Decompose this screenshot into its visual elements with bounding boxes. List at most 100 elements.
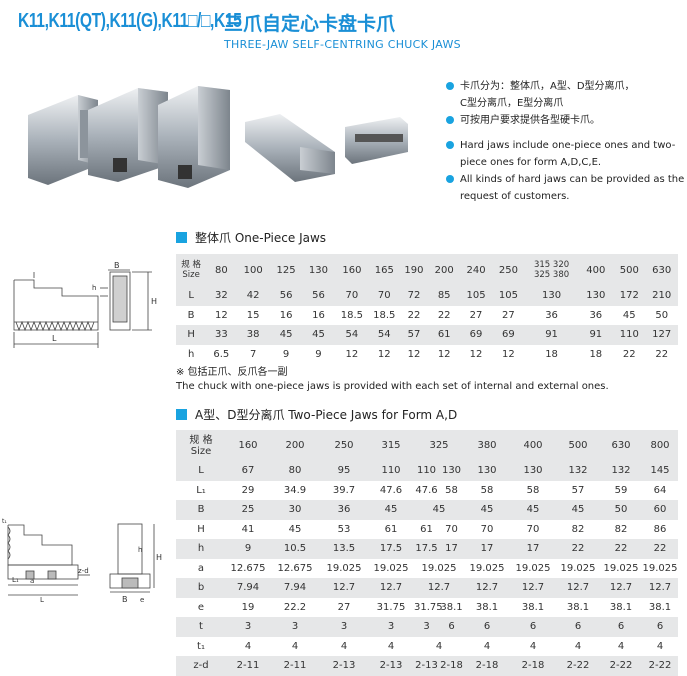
size-cell: 500 [613,254,646,286]
value-cell: 38.1 [642,597,678,617]
value-cell: 27 [459,305,493,325]
value-cell: 70 [334,286,370,306]
value-cell: 36 [320,500,368,520]
value-cell: 36 [578,305,614,325]
value-cell: 19 [226,597,270,617]
jaws-photo-large [28,86,230,188]
jaw-piece [88,88,168,182]
value-cell: 4 [642,636,678,656]
value-cell: 45 [270,519,320,539]
value-cell: 12.7 [368,578,414,598]
value-cell: 12 [369,344,400,364]
one-piece-front-drawing: B H [108,262,157,331]
value-cell: 25 [226,500,270,520]
value-cell: 69 [459,325,493,345]
value-cell: 12 [459,344,493,364]
feature-item: All kinds of hard jaws can be provided a… [446,171,686,205]
value-cell: 9 [226,539,270,559]
value-cell: 110 [613,325,646,345]
value-cell: 3 [368,617,414,637]
size-cell: 125 [269,254,303,286]
value-cell: 6 [510,617,556,637]
value-cell: 110 [368,461,414,481]
value-part: 17 [445,543,458,555]
section-title-two-piece: A型、D型分离爪 Two-Piece Jaws for Form A,D [176,406,457,423]
value-cell: 16 [302,305,335,325]
value-cell: 2-22 [642,656,678,676]
section-marker-icon [176,232,187,243]
size-cell: 200 [270,430,320,461]
size-cell: 400 [510,430,556,461]
value-cell: 19.025 [556,558,600,578]
model-codes: K11,K11(QT),K11(G),K11□/□,K15 [18,10,242,32]
value-cell: 19.025 [414,558,464,578]
one-piece-note: ※ 包括正爪、反爪各一副 The chuck with one-piece ja… [176,367,609,392]
value-cell: 2-13 [320,656,368,676]
value-cell: 19.025 [642,558,678,578]
value-cell: 61 [368,519,414,539]
size-cell: 80 [206,254,237,286]
value-cell: 105 [492,286,525,306]
value-cell: 17 [510,539,556,559]
size-cell: 400 [578,254,614,286]
row-label-cell: H [176,519,226,539]
feature-item: Hard jaws include one-piece ones and two… [446,137,686,171]
jaw-piece [245,114,335,182]
value-cell: 17.5 [368,539,414,559]
value-cell: 4 [556,636,600,656]
dim-label-t1: t₁ [2,518,7,525]
dim-label-e: e [140,596,144,604]
dim-label-zd: z-d [78,567,89,575]
value-cell: 32 [206,286,237,306]
value-cell: 2-18 [464,656,510,676]
bullet-icon [446,82,454,90]
value-cell: 4 [464,636,510,656]
row-label-cell: L₁ [176,480,226,500]
value-cell: 50 [600,500,642,520]
feature-item: 可按用户要求提供各型硬卡爪。 [446,112,686,129]
value-cell: 42 [236,286,270,306]
value-cell: 67 [226,461,270,481]
size-cell: 630 [600,430,642,461]
value-cell: 4 [270,636,320,656]
value-part: 47.6 [415,484,438,496]
size-cell: 190 [399,254,429,286]
value-cell: 27 [320,597,368,617]
size-cell: 315 [368,430,414,461]
value-cell: 38.1 [464,597,510,617]
value-cell: 145 [642,461,678,481]
dim-label-B: B [122,595,128,604]
value-cell: 17 [464,539,510,559]
size-cell: 325 [414,430,464,461]
value-cell: 12 [492,344,525,364]
value-cell: 6 [464,617,510,637]
value-cell: 3 [226,617,270,637]
dim-label-h: h [92,284,96,292]
size-cell: 380 [464,430,510,461]
value-cell: 61 [428,325,460,345]
value-cell: 3 [270,617,320,637]
value-cell: 6 [642,617,678,637]
row-label-cell: a [176,558,226,578]
value-cell: 130 [510,461,556,481]
value-cell: 22 [613,344,646,364]
value-cell: 45 [510,500,556,520]
value-cell: 12.7 [600,578,642,598]
dim-label-h: h [138,546,142,554]
value-part: 70 [445,523,458,535]
table-header-row: 规 格 Size 160 200 250 315 325 380 400 500… [176,430,678,461]
value-cell: 132 [600,461,642,481]
value-cell: 18.5 [334,305,370,325]
size-cell: 250 [320,430,368,461]
one-piece-side-drawing: L h [13,272,108,348]
value-cell: 7.94 [270,578,320,598]
value-cell: 6 [600,617,642,637]
value-cell: 12.7 [320,578,368,598]
value-cell: 39.7 [320,480,368,500]
